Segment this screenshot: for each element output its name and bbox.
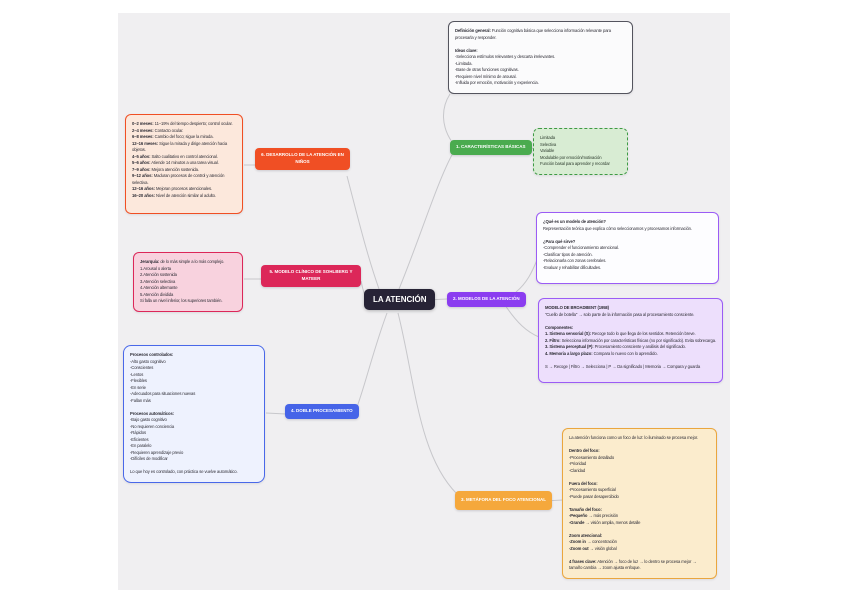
note-que-es-modelo[interactable]: ¿Qué es un modelo de atención?Representa… — [536, 212, 719, 284]
note-jerarquia-sohlberg[interactable]: Jerarquía: de lo más simple a lo más com… — [133, 252, 243, 312]
branch-node-metafora-foco[interactable]: 3. METÁFORA DEL FOCO ATENCIONAL — [455, 491, 552, 510]
center-topic[interactable]: LA ATENCIÓN — [364, 289, 436, 310]
note-desarrollo-ninos[interactable]: 0–2 meses: 11–19% del tiempo despierto; … — [125, 114, 243, 214]
note-doble-procesamiento[interactable]: Procesos controlados:-Alto gasto cogniti… — [123, 345, 265, 483]
note-metafora-foco[interactable]: La atención funciona como un foco de luz… — [562, 428, 717, 579]
note-modelo-broadbent[interactable]: MODELO DE BROADBENT (1958)"Cuello de bot… — [538, 298, 723, 383]
branch-node-desarrollo-ninos[interactable]: 6. DESARROLLO DE LA ATENCIÓN EN NIÑOS — [255, 148, 350, 170]
branch-node-modelo-clinico[interactable]: 5. MODELO CLÍNICO DE SOHLBERG Y MATEER — [261, 265, 361, 287]
note-definition-general[interactable]: Definición general: Función cognitiva bá… — [448, 21, 633, 94]
branch-node-modelos-atencion[interactable]: 2. MODELOS DE LA ATENCIÓN — [447, 292, 526, 307]
branch-node-caracteristicas-basicas[interactable]: 1. CARACTERÍSTICAS BÁSICAS — [450, 140, 532, 155]
branch-node-doble-procesamiento[interactable]: 4. DOBLE PROCESAMIENTO — [285, 404, 359, 419]
